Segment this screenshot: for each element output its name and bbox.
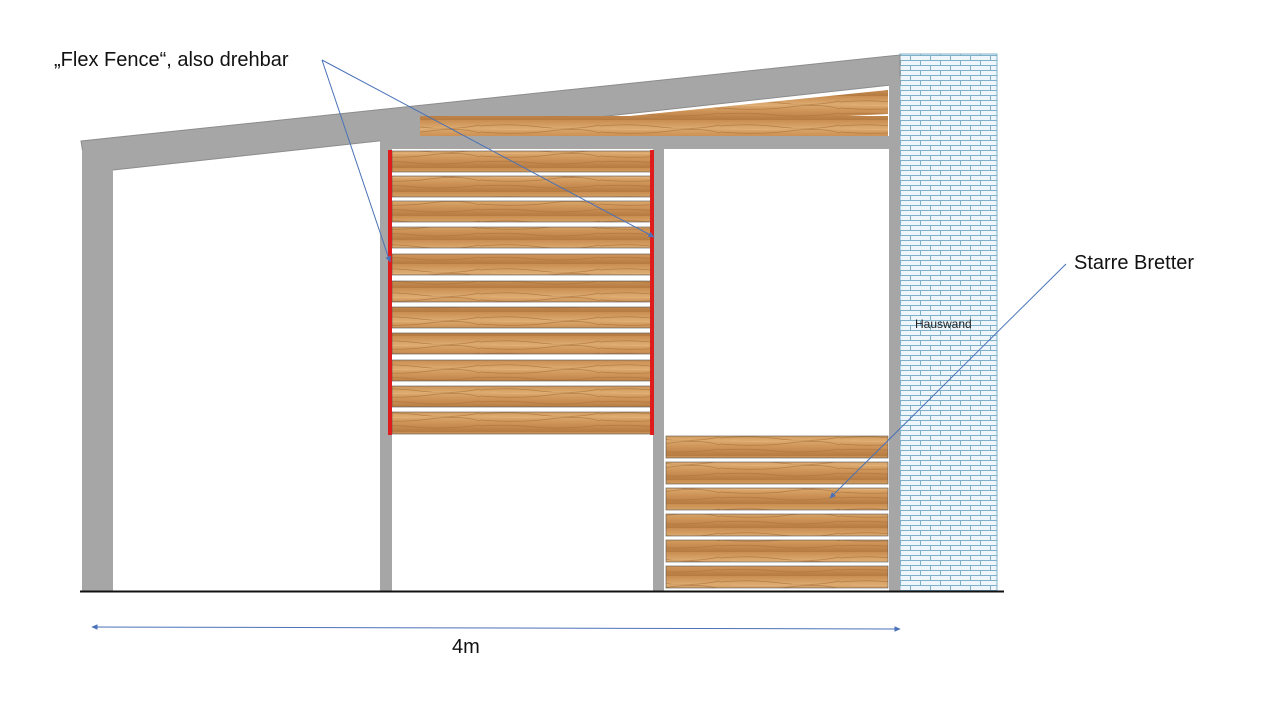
- rigid-board: [665, 539, 889, 563]
- house-wall: [899, 53, 998, 592]
- flex-board: [391, 306, 652, 329]
- rigid-boards: [665, 435, 889, 589]
- rigid-board: [665, 461, 889, 485]
- rigid-board: [665, 513, 889, 537]
- post-left: [82, 150, 113, 591]
- flex-board: [391, 359, 652, 382]
- gable-board-bottom: [420, 116, 888, 136]
- hinge-right: [650, 150, 654, 435]
- flex-board: [391, 200, 652, 223]
- flex-board: [391, 385, 652, 408]
- dimension-label: 4m: [452, 636, 480, 658]
- flex-fence-label: „Flex Fence“, also drehbar: [54, 49, 289, 71]
- callout-arrow-starre: [829, 263, 1067, 499]
- flex-board: [391, 150, 652, 173]
- post-middle-right: [653, 149, 664, 591]
- post-right: [889, 78, 900, 591]
- flex-fence-boards: [391, 150, 652, 435]
- callout-arrow-flex-left: [321, 59, 391, 263]
- starre-bretter-label: Starre Bretter: [1074, 252, 1195, 274]
- flex-board: [391, 280, 652, 303]
- flex-board: [391, 175, 652, 198]
- rigid-board: [665, 487, 889, 511]
- hinge-left: [388, 150, 392, 435]
- rigid-board: [665, 565, 889, 589]
- crossbeam: [392, 136, 897, 149]
- flex-board: [391, 253, 652, 276]
- flex-board: [391, 332, 652, 355]
- rigid-board: [665, 435, 889, 459]
- callout-arrow-flex-right: [321, 59, 655, 238]
- dimension-arrow: [91, 624, 901, 632]
- hauswand-label: Hauswand: [915, 317, 972, 331]
- flex-board: [391, 411, 652, 435]
- flex-board: [391, 226, 652, 249]
